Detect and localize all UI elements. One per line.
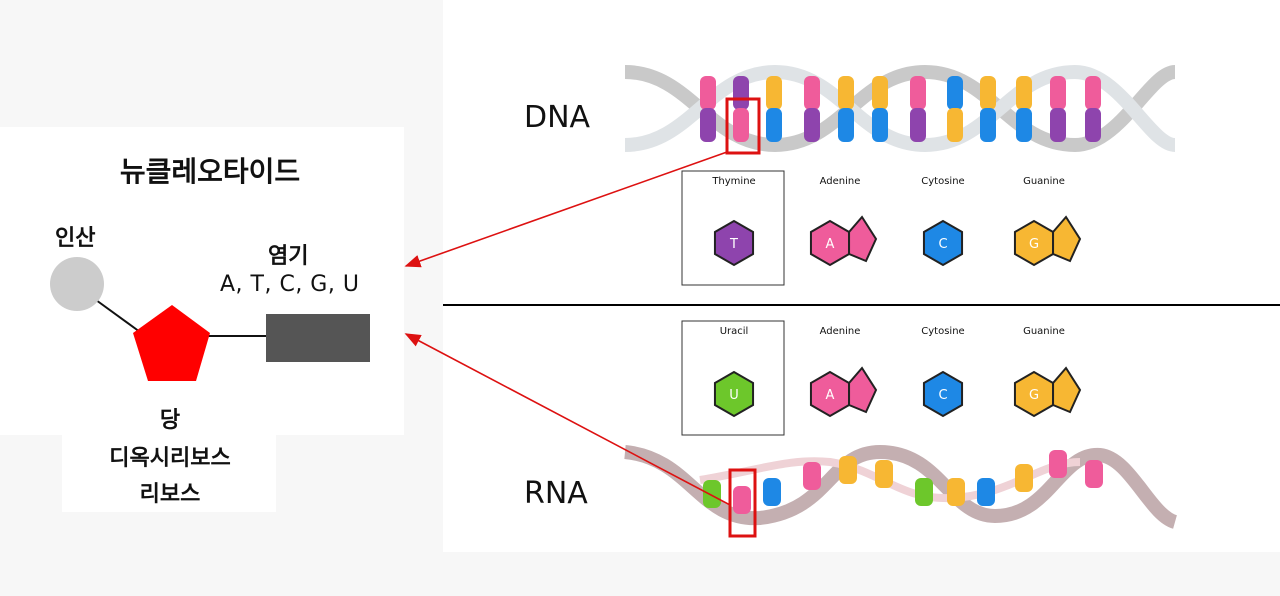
ring-letter: A <box>826 237 835 252</box>
dna-base-top <box>766 76 782 110</box>
base-name-label: Thymine <box>711 176 755 187</box>
dna-base-bottom <box>947 108 963 142</box>
purine-pent-ring <box>848 366 878 414</box>
dna-base-top <box>804 76 820 110</box>
dna-highlight-box <box>725 97 761 155</box>
rna-base <box>839 456 857 484</box>
ring-letter: U <box>729 388 739 403</box>
phosphate-sugar-bond <box>95 299 141 333</box>
rna-base <box>947 478 965 506</box>
pyrimidine-ring <box>922 219 964 267</box>
pyrimidine-ring <box>713 219 755 267</box>
nucleotide-panel-sugar <box>62 430 276 512</box>
rna-label: RNA <box>524 476 588 511</box>
highlight-base-frame <box>681 320 785 436</box>
base-name-label: Cytosine <box>921 176 964 187</box>
dna-base-bottom <box>1016 108 1032 142</box>
ring-letter: G <box>1029 237 1039 252</box>
base-name-label: Adenine <box>820 176 861 187</box>
rna-base <box>1049 450 1067 478</box>
base-name-label: Guanine <box>1023 176 1065 187</box>
dna-base-top <box>1050 76 1066 110</box>
highlight-base-frame <box>681 170 785 286</box>
nucleotide-title: 뉴클레오타이드 <box>119 155 301 188</box>
dna-base-top <box>1016 76 1032 110</box>
ring-letter: C <box>938 388 947 403</box>
sugar-label: 당 <box>159 408 181 433</box>
dna-base-bottom <box>1050 108 1066 142</box>
base-rectangle <box>266 314 370 362</box>
deoxyribose-label: 디옥시리보스 <box>109 446 231 471</box>
ring-letter: C <box>938 237 947 252</box>
dna-base-top <box>838 76 854 110</box>
rna-base <box>875 460 893 488</box>
rna-arrow <box>404 333 731 506</box>
rna-strand <box>624 444 1178 529</box>
sugar-pentagon <box>133 305 210 381</box>
rna-base <box>733 486 751 514</box>
ring-letter: T <box>729 237 738 252</box>
rna-base <box>763 478 781 506</box>
rna-base <box>915 478 933 506</box>
dna-base-top <box>980 76 996 110</box>
dna-base-bottom <box>838 108 854 142</box>
dna-base-top <box>947 76 963 110</box>
rna-base <box>1015 464 1033 492</box>
dna-base-bottom <box>700 108 716 142</box>
dna-strand-front <box>624 64 1177 153</box>
dna-base-bottom <box>804 108 820 142</box>
rna-base <box>977 478 995 506</box>
dna-arrow <box>404 151 728 268</box>
purine-pent-ring <box>1052 215 1082 263</box>
rna-base <box>1085 460 1103 488</box>
dna-strand-back <box>624 64 1177 153</box>
dna-base-top <box>700 76 716 110</box>
dna-base-bottom <box>1085 108 1101 142</box>
dna-base-bottom <box>980 108 996 142</box>
base-name-label: Adenine <box>820 326 861 337</box>
dna-label: DNA <box>524 100 591 135</box>
base-name-label: Uracil <box>720 326 749 337</box>
phosphate-circle <box>50 257 104 311</box>
ribose-label: 리보스 <box>139 482 201 507</box>
pyrimidine-ring <box>922 370 964 418</box>
dna-base-top <box>733 76 749 110</box>
pyrimidine-ring <box>713 370 755 418</box>
base-list-label: A, T, C, G, U <box>220 272 360 297</box>
rna-highlight-box <box>728 468 757 538</box>
base-name-label: Cytosine <box>921 326 964 337</box>
phosphate-label: 인산 <box>55 226 96 251</box>
rna-base <box>803 462 821 490</box>
dna-helix <box>624 64 1177 153</box>
dna-base-bottom <box>910 108 926 142</box>
base-name-label: Guanine <box>1023 326 1065 337</box>
dna-base-top <box>872 76 888 110</box>
dna-base-bottom <box>872 108 888 142</box>
ring-letter: G <box>1029 388 1039 403</box>
ring-letter: A <box>826 388 835 403</box>
purine-pent-ring <box>848 215 878 263</box>
purine-pent-ring <box>1052 366 1082 414</box>
rna-backbone <box>624 444 1178 529</box>
dna-base-bottom <box>766 108 782 142</box>
dna-base-top <box>910 76 926 110</box>
dna-base-bottom <box>733 108 749 142</box>
dna-base-top <box>1085 76 1101 110</box>
base-label: 염기 <box>268 244 309 269</box>
rna-base <box>703 480 721 508</box>
